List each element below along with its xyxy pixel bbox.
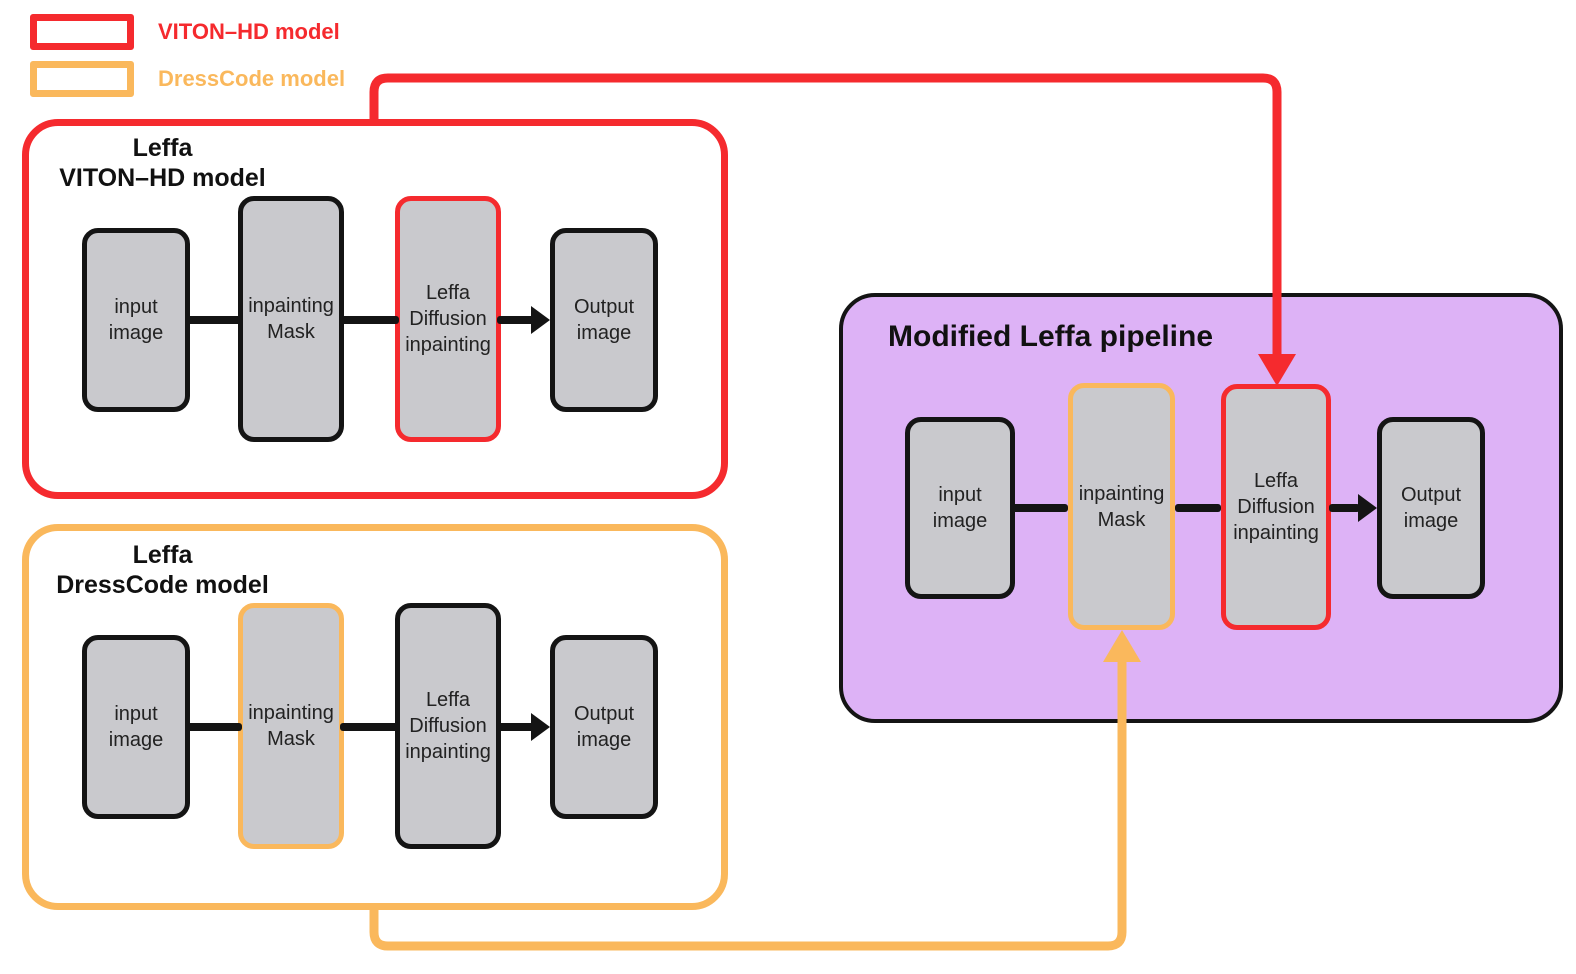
box-label: inpainting Mask (248, 295, 334, 343)
box-label: inpainting Mask (1078, 482, 1165, 531)
connector-line (186, 723, 242, 731)
box-label: Output image (573, 703, 635, 751)
title-line1: Leffa (132, 541, 193, 569)
box-leffa-diffusion-inpainting: Leffa Diffusion inpainting (395, 196, 501, 442)
box-label: Leffa Diffusion inpainting (405, 282, 491, 356)
title-line2: VITON–HD model (59, 164, 266, 192)
box-label: input image (108, 296, 164, 344)
connector-line (340, 723, 399, 731)
title-line1: Leffa (132, 134, 193, 162)
box-label: input image (108, 703, 164, 751)
connector-line (1329, 504, 1360, 512)
box-label: inpainting Mask (248, 702, 334, 750)
legend-swatch-viton-hd (30, 14, 134, 50)
connector-line (1175, 504, 1221, 512)
connector-line (1011, 504, 1068, 512)
container-title-modified-leffa: Modified Leffa pipeline (888, 320, 1214, 353)
container-title-leffa-viton-hd: Leffa VITON–HD model (40, 133, 285, 193)
box-input-image: input image (82, 228, 190, 412)
connector-line (497, 316, 534, 324)
box-label: Leffa Diffusion inpainting (1233, 470, 1319, 544)
box-output-image: Output image (550, 228, 658, 412)
box-label: Leffa Diffusion inpainting (405, 689, 491, 763)
box-label: Output image (573, 296, 635, 344)
connector-arrowhead (1358, 494, 1377, 522)
box-label: Output image (1400, 484, 1462, 532)
box-input-image: input image (905, 417, 1015, 599)
connector-arrowhead (531, 306, 550, 334)
legend-label-dresscode: DressCode model (158, 66, 346, 91)
container-title-leffa-dresscode: Leffa DressCode model (40, 540, 285, 600)
connector-line (340, 316, 399, 324)
box-label: input image (932, 484, 988, 532)
connector-arrowhead (531, 713, 550, 741)
legend-swatch-dresscode (30, 61, 134, 97)
connector-line (497, 723, 534, 731)
box-inpainting-mask: inpainting Mask (238, 603, 344, 849)
box-output-image: Output image (1377, 417, 1485, 599)
box-inpainting-mask: inpainting Mask (1068, 383, 1175, 630)
box-leffa-diffusion-inpainting: Leffa Diffusion inpainting (395, 603, 501, 849)
title-line2: DressCode model (56, 571, 269, 599)
box-leffa-diffusion-inpainting: Leffa Diffusion inpainting (1221, 384, 1331, 630)
connector-line (186, 316, 242, 324)
box-input-image: input image (82, 635, 190, 819)
box-inpainting-mask: inpainting Mask (238, 196, 344, 442)
box-output-image: Output image (550, 635, 658, 819)
legend-label-viton-hd: VITON–HD model (158, 19, 340, 44)
